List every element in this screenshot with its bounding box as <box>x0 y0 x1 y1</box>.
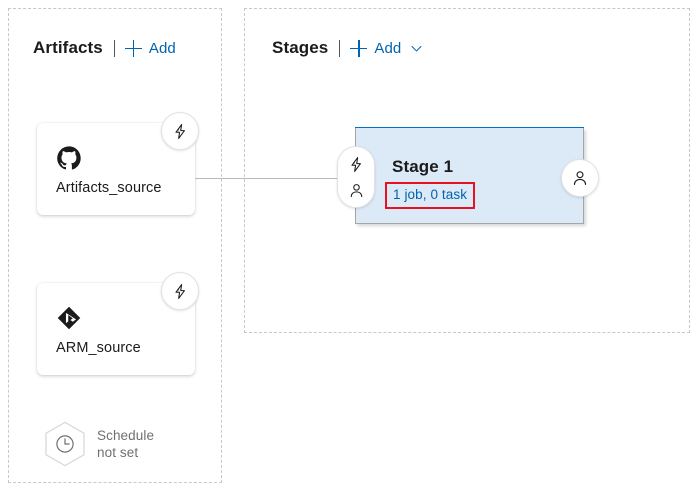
artifact-card[interactable]: ARM_source <box>37 283 195 375</box>
artifact-trigger-badge[interactable] <box>161 112 199 150</box>
person-icon <box>571 169 589 187</box>
add-stage-button[interactable]: Add <box>374 39 402 57</box>
schedule-line-1: Schedule <box>97 428 155 443</box>
stage-jobs-tasks-highlight: 1 job, 0 task <box>385 182 476 209</box>
stages-header: Stages Add <box>272 38 422 58</box>
plus-icon[interactable] <box>350 39 368 57</box>
stage-jobs-tasks-link[interactable]: 1 job, 0 task <box>393 187 468 202</box>
schedule-trigger[interactable]: Schedule not set <box>42 420 154 468</box>
header-divider <box>113 39 115 57</box>
lightning-bolt-icon <box>172 283 189 300</box>
post-deployment-conditions-badge[interactable] <box>561 159 599 197</box>
artifacts-panel <box>8 8 222 483</box>
header-divider <box>339 39 341 57</box>
artifact-name: Artifacts_source <box>56 180 162 196</box>
stage-card[interactable] <box>355 128 584 224</box>
plus-icon[interactable] <box>124 39 142 57</box>
github-icon <box>56 145 82 171</box>
stages-title: Stages <box>272 38 329 57</box>
artifact-trigger-badge[interactable] <box>161 272 199 310</box>
artifact-name: ARM_source <box>56 340 141 356</box>
pre-deployment-conditions-badge[interactable] <box>337 146 375 208</box>
artifacts-title: Artifacts <box>33 38 103 57</box>
clock-hexagon-icon <box>42 420 88 468</box>
schedule-line-2: not set <box>97 445 139 460</box>
lightning-bolt-icon <box>172 123 189 140</box>
person-icon <box>348 182 365 199</box>
artifact-to-stage-connector <box>195 178 345 179</box>
stage-name: Stage 1 <box>392 157 454 176</box>
lightning-bolt-icon <box>348 156 365 173</box>
add-artifact-button[interactable]: Add <box>148 39 176 57</box>
chevron-down-icon[interactable] <box>410 42 422 54</box>
schedule-label: Schedule not set <box>97 427 154 461</box>
azure-repos-icon <box>56 305 82 331</box>
stages-panel <box>244 8 690 333</box>
artifacts-header: Artifacts Add <box>33 38 176 58</box>
